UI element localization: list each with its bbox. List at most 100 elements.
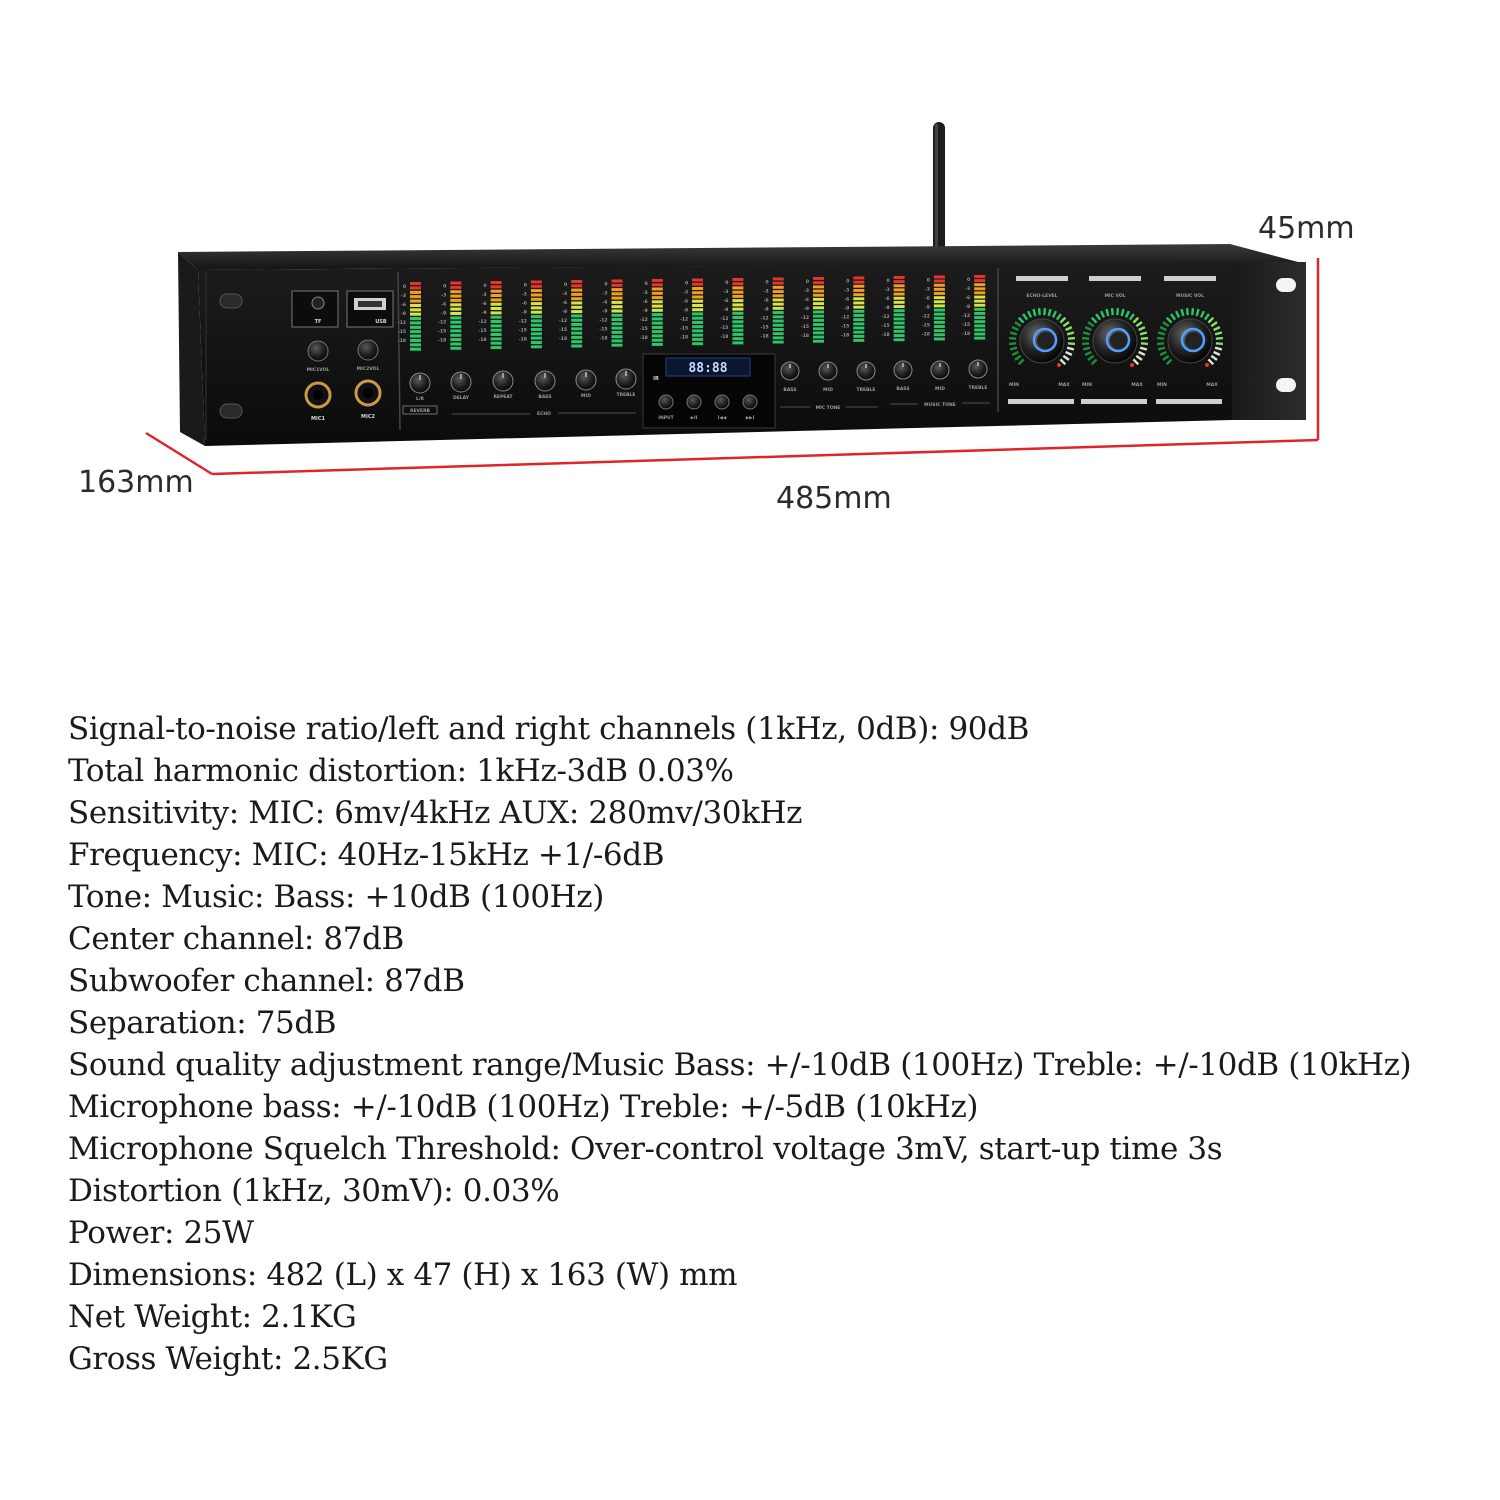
- meter-db-label: -9: [562, 309, 567, 315]
- meter-segment: [933, 296, 945, 300]
- meter-db-label: -18: [922, 332, 930, 338]
- meter-segment: [450, 316, 462, 320]
- meter-segment: [571, 344, 583, 348]
- meter-db-label: -18: [881, 332, 889, 338]
- meter-segment: [772, 302, 784, 306]
- echo-knob-bass[interactable]: [534, 370, 556, 392]
- tone-knob-label: MID: [823, 387, 833, 393]
- tf-label: TF: [315, 319, 322, 325]
- level-meter: 0-3-6-9-12-15-18: [519, 280, 542, 349]
- label-bar: [1089, 276, 1141, 281]
- mic2-vol-knob[interactable]: [357, 339, 379, 361]
- meter-segment: [450, 307, 462, 311]
- led-segment: [1067, 336, 1076, 340]
- led-segment: [1014, 321, 1022, 328]
- meter-segment: [692, 329, 704, 333]
- mic-tone-knob[interactable]: [818, 361, 838, 381]
- meter-segment: [813, 331, 824, 335]
- meter-segment: [853, 330, 865, 334]
- meter-segment: [450, 298, 462, 302]
- spec-line: Center channel: 87dB: [68, 921, 404, 957]
- meter-db-label: -6: [844, 297, 849, 303]
- meter-segment: [974, 303, 986, 307]
- led-segment: [1156, 336, 1165, 340]
- meter-segment: [692, 282, 704, 286]
- meter-segment: [732, 311, 744, 315]
- led-segment: [1059, 316, 1067, 324]
- meter-db-label: -18: [640, 335, 648, 341]
- mic-tone-knob[interactable]: [780, 361, 800, 381]
- led-segment: [1195, 308, 1200, 317]
- led-segment: [1213, 350, 1221, 356]
- mic-tone-knob[interactable]: [856, 361, 876, 381]
- meter-segment: [813, 339, 824, 343]
- led-segment: [1008, 336, 1017, 340]
- mic1-vol-knob[interactable]: [307, 340, 329, 362]
- led-segment: [1027, 310, 1033, 318]
- meter-segment: [651, 300, 663, 304]
- meter-segment: [450, 294, 462, 298]
- music-tone-knob[interactable]: [930, 360, 950, 380]
- echo-knob-label: REPEAT: [493, 394, 513, 400]
- transport-button[interactable]: [714, 394, 730, 410]
- meter-db-label: -6: [441, 302, 446, 308]
- meter-segment: [853, 276, 865, 280]
- level-meter: 0-3-6-9-12-15-18: [841, 276, 865, 342]
- echo-knob-treble[interactable]: [615, 368, 637, 390]
- echo-knob-delay[interactable]: [450, 371, 472, 393]
- label-bar: [1008, 399, 1074, 404]
- tf-card-slot[interactable]: [291, 290, 339, 328]
- meter-db-label: -18: [801, 333, 809, 339]
- level-meter: 0-3-6-9-12-15-18: [881, 276, 905, 342]
- meter-segment: [450, 333, 462, 337]
- led-segment: [1055, 313, 1062, 321]
- tone-knob-label: BASS: [783, 387, 796, 393]
- echo-knob-repeat[interactable]: [492, 370, 514, 392]
- transport-button[interactable]: [658, 394, 674, 410]
- meter-segment: [611, 335, 623, 339]
- meter-segment: [571, 340, 583, 344]
- meter-segment: [651, 287, 663, 291]
- meter-db-label: -3: [441, 293, 446, 299]
- spec-line: Sensitivity: MIC: 6mv/4kHz AUX: 280mv/30…: [68, 795, 803, 831]
- music-tone-knob[interactable]: [968, 359, 988, 379]
- meter-db-label: -12: [680, 317, 688, 323]
- meter-db-label: -3: [723, 289, 728, 295]
- led-segment: [1215, 342, 1224, 346]
- echo-knob-lr[interactable]: [409, 372, 431, 394]
- meter-segment: [571, 318, 583, 322]
- meter-db-label: 0: [483, 283, 486, 289]
- led-segment: [1081, 336, 1090, 340]
- meter-segment: [530, 332, 542, 336]
- meter-db-label: -12: [398, 320, 406, 326]
- meter-segment: [853, 284, 865, 288]
- meter-db-label: -3: [844, 288, 849, 294]
- knob-marker: [1057, 363, 1061, 367]
- meter-segment: [974, 291, 986, 295]
- meter-segment: [571, 301, 583, 305]
- led-segment: [1062, 354, 1070, 361]
- spec-line: Gross Weight: 2.5KG: [68, 1341, 388, 1377]
- meter-segment: [893, 280, 905, 283]
- level-meter: 0-3-6-9-12-15-18: [559, 280, 583, 348]
- meter-segment: [490, 294, 502, 297]
- meter-segment: [893, 309, 905, 313]
- meter-segment: [974, 316, 986, 319]
- meter-db-label: -9: [643, 308, 648, 314]
- meter-segment: [651, 283, 663, 287]
- meter-db-label: -3: [522, 292, 527, 298]
- led-segment: [1128, 313, 1135, 321]
- meter-segment: [732, 299, 744, 303]
- meter-segment: [692, 291, 704, 295]
- meter-segment: [490, 302, 502, 306]
- meter-segment: [893, 334, 905, 337]
- echo-knob-mid[interactable]: [575, 369, 597, 391]
- meter-segment: [893, 284, 905, 288]
- meter-segment: [490, 328, 502, 332]
- transport-button[interactable]: [742, 394, 758, 410]
- led-segment: [1215, 336, 1224, 340]
- music-tone-knob[interactable]: [893, 360, 913, 380]
- meter-db-label: -9: [522, 310, 527, 316]
- led-segment: [1139, 331, 1148, 336]
- transport-button[interactable]: [686, 394, 702, 410]
